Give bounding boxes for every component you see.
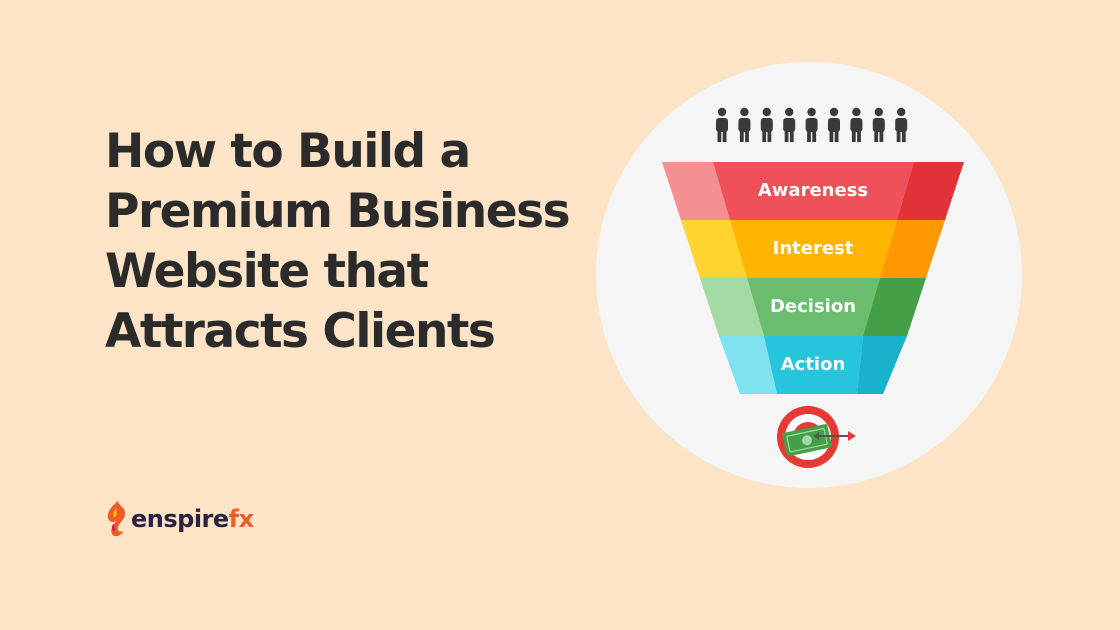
- page-title-line-2: Premium Business: [105, 184, 571, 239]
- page-title-line-1: How to Build a: [105, 124, 471, 179]
- flame-logo-icon: [107, 501, 126, 537]
- funnel-label-action: Action: [781, 354, 846, 375]
- brand-logo: enspirefx: [104, 500, 254, 538]
- person-icon: [805, 107, 818, 142]
- person-icon: [872, 107, 885, 142]
- funnel-label-decision: Decision: [770, 296, 856, 317]
- page-title: How to Build a Premium Business Website …: [105, 122, 605, 362]
- person-icon: [828, 107, 840, 142]
- person-icon: [783, 107, 796, 142]
- sales-funnel-illustration: Awareness Interest Decision Action: [596, 62, 1022, 488]
- person-icon: [716, 107, 728, 142]
- page-title-line-3: Website that: [105, 244, 429, 299]
- money-target-icon: [777, 406, 856, 468]
- funnel-stage-action: Action: [719, 336, 907, 394]
- person-icon: [760, 107, 773, 142]
- page-title-line-4: Attracts Clients: [105, 304, 496, 359]
- brand-name: enspirefx: [131, 505, 254, 533]
- funnel-stage-awareness: Awareness: [662, 162, 964, 220]
- person-icon: [895, 107, 908, 142]
- funnel-label-interest: Interest: [773, 238, 854, 259]
- funnel-label-awareness: Awareness: [758, 180, 868, 201]
- audience-people-icons: [716, 107, 908, 142]
- person-icon: [850, 107, 863, 142]
- person-icon: [738, 107, 751, 142]
- funnel-stage-decision: Decision: [700, 278, 926, 336]
- funnel-stage-interest: Interest: [681, 220, 945, 278]
